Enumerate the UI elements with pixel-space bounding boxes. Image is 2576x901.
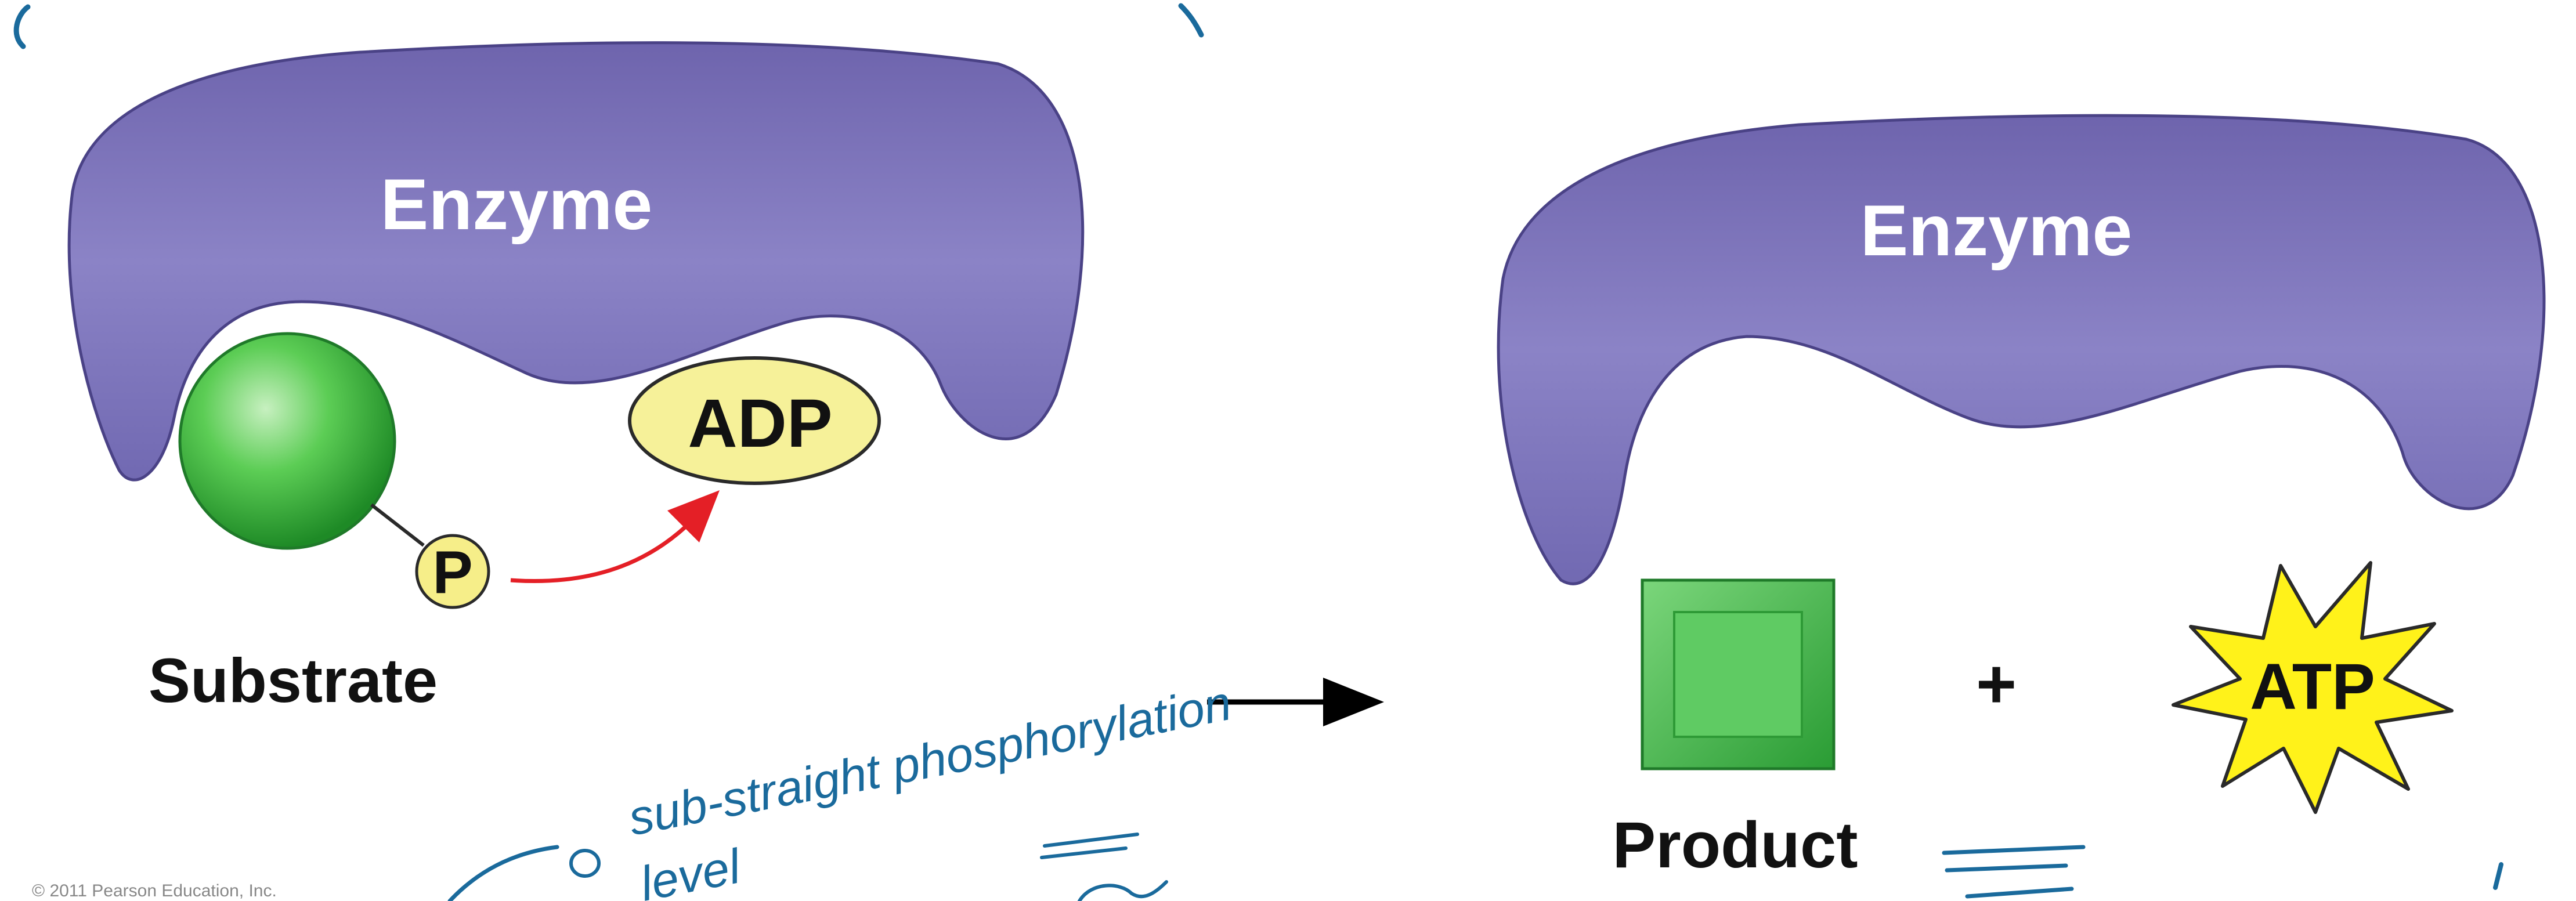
product-square-inner xyxy=(1674,612,1802,737)
handwritten-tick xyxy=(2495,864,2501,888)
handwritten-note-1: sub-straight phosphorylation xyxy=(624,675,1235,846)
substrate-label: Substrate xyxy=(149,645,438,715)
enzyme-right xyxy=(1498,115,2544,584)
handwritten-brace-left xyxy=(16,7,28,46)
reaction-arrowhead xyxy=(1323,678,1384,726)
plus-sign: + xyxy=(1976,645,2017,723)
handwritten-brace-right xyxy=(1181,6,1201,35)
adp-label: ADP xyxy=(688,385,832,462)
enzyme-right-label: Enzyme xyxy=(1860,191,2133,271)
handwritten-circle-mark xyxy=(571,851,599,876)
product-label: Product xyxy=(1612,809,1858,881)
phosphate-label: P xyxy=(432,539,472,606)
handwritten-scribble xyxy=(1079,882,1166,901)
substrate-phosphate-bond xyxy=(371,505,424,545)
handwritten-product-lines xyxy=(1944,847,2083,896)
enzyme-left-label: Enzyme xyxy=(381,165,653,245)
phosphate-transfer-arrow xyxy=(511,519,693,581)
substrate-ball xyxy=(180,334,395,548)
atp-label: ATP xyxy=(2250,650,2375,723)
handwritten-note-2: level xyxy=(635,838,746,901)
copyright-text: © 2011 Pearson Education, Inc. xyxy=(32,881,277,900)
handwritten-squiggle xyxy=(450,847,557,901)
handwritten-underline xyxy=(1042,834,1137,857)
